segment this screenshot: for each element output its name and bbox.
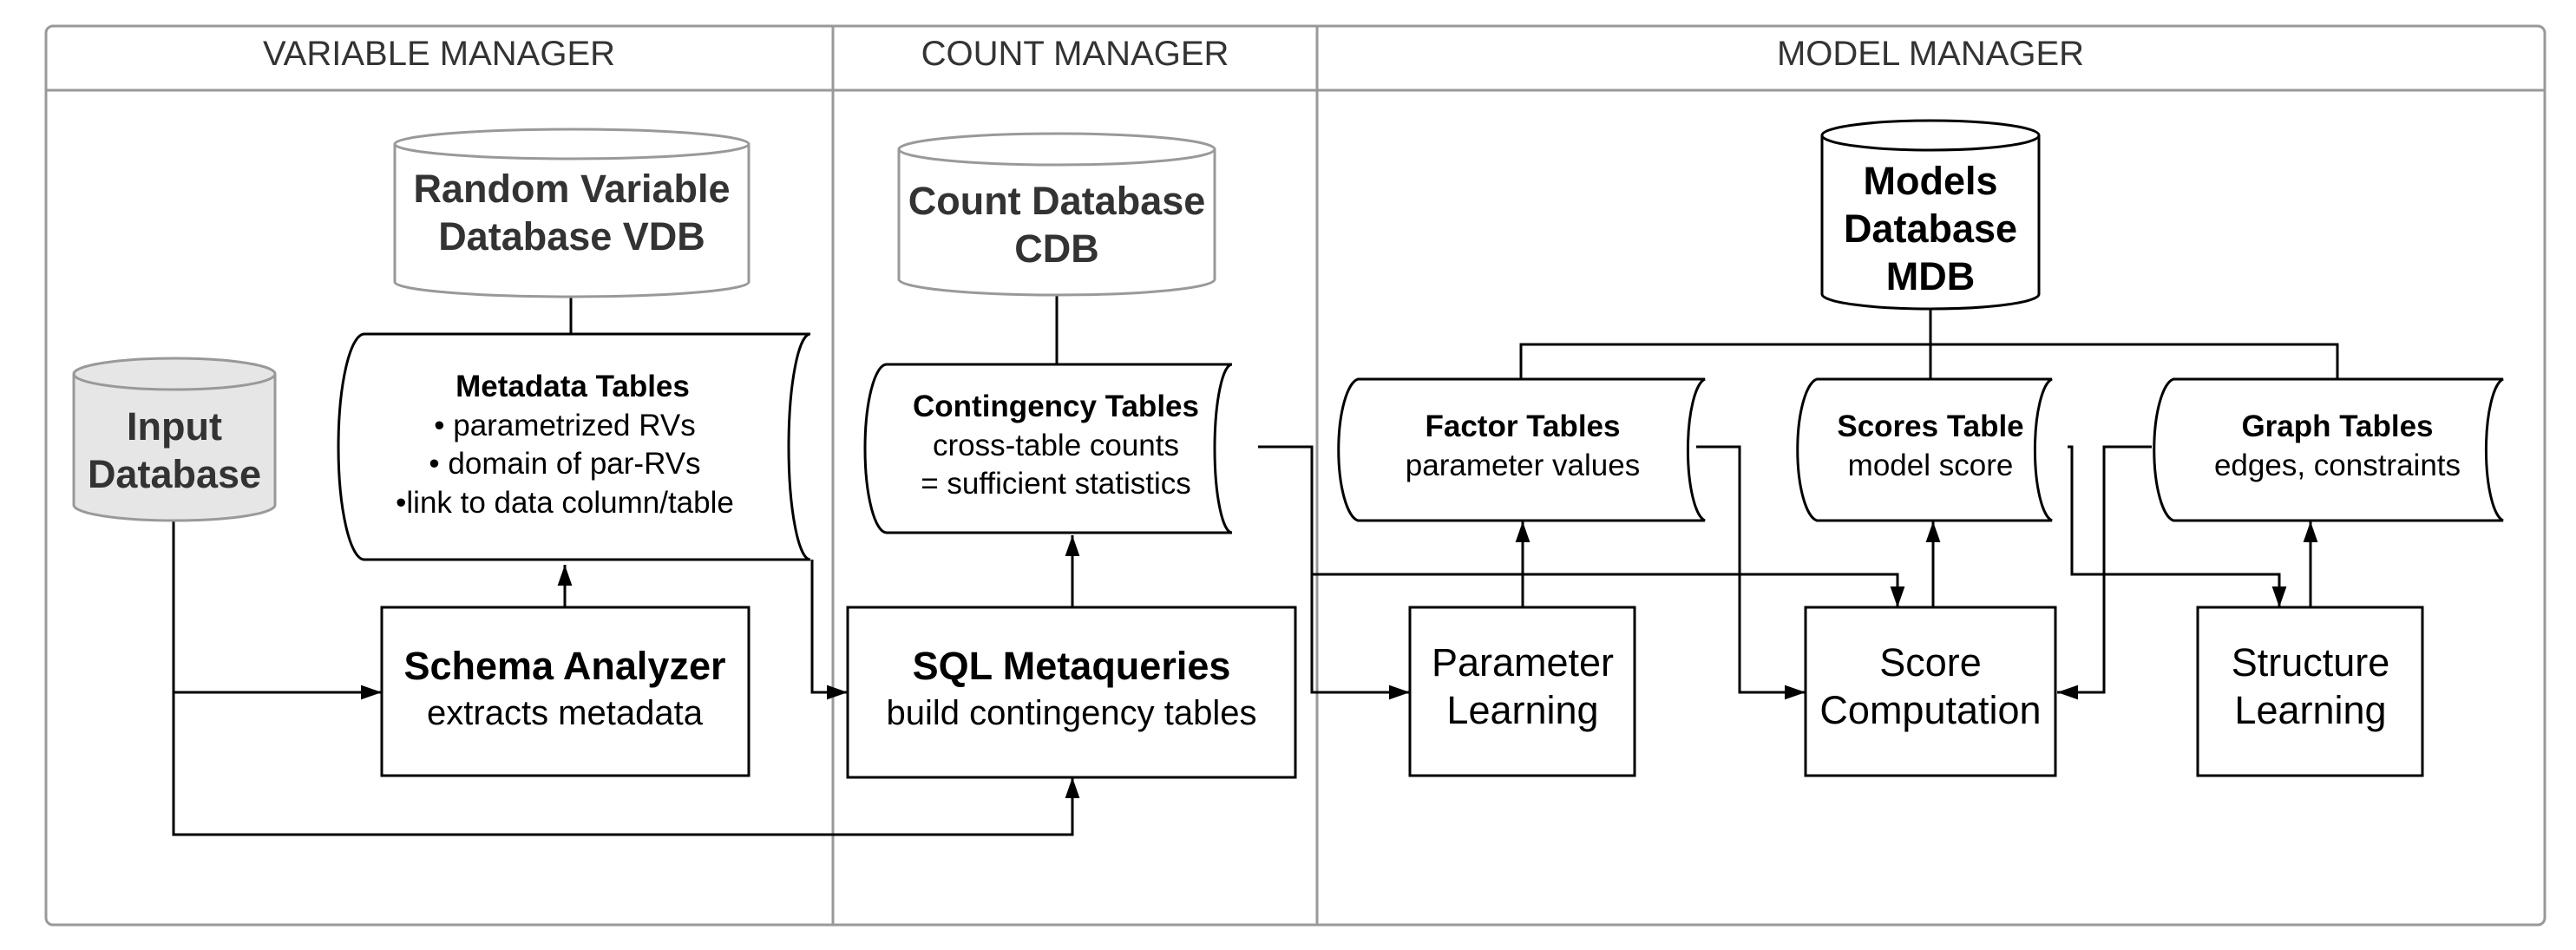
factor-tables-title: Factor Tables <box>1426 409 1621 443</box>
graph-tables: Graph Tables edges, constraints <box>2153 377 2504 522</box>
parameter-learning-label-1: Parameter <box>1432 640 1614 685</box>
input-database: Input Database <box>72 357 277 522</box>
parameter-learning: Parameter Learning <box>1408 606 1636 777</box>
structure-learning-label-2: Learning <box>2234 688 2386 732</box>
input-database-label-2: Database <box>88 452 261 496</box>
connectors <box>172 295 2339 836</box>
metadata-item-3: •link to data column/table <box>396 486 734 520</box>
sql-metaqueries: SQL Metaqueries build contingency tables <box>846 606 1297 779</box>
schema-analyzer-title: Schema Analyzer <box>403 644 725 688</box>
metadata-item-2: • domain of par-RVs <box>429 447 700 481</box>
lane-header-variable-manager: VARIABLE MANAGER <box>263 35 615 73</box>
score-computation-label-1: Score <box>1879 640 1982 685</box>
scores-table-line-1: model score <box>1848 449 2014 482</box>
scores-table-title: Scores Table <box>1837 409 2023 443</box>
lane-header-count-manager: COUNT MANAGER <box>921 35 1229 73</box>
vdb-label-2: Database VDB <box>438 214 705 259</box>
edge-graph-to-score <box>2057 445 2152 700</box>
scores-table: Scores Table model score <box>1796 377 2053 522</box>
vdb-database: Random Variable Database VDB <box>393 128 751 298</box>
swimlane-frame <box>44 24 2547 927</box>
edge-scores-to-structure <box>2068 445 2287 607</box>
input-database-label-1: Input <box>127 404 222 449</box>
metadata-tables-title: Metadata Tables <box>456 370 690 403</box>
contingency-tables-title: Contingency Tables <box>913 390 1199 423</box>
edge-contingency-to-param <box>1258 445 1410 700</box>
edge-input-to-schema <box>172 521 382 700</box>
score-computation: Score Computation <box>1804 606 2057 777</box>
cdb-database: Count Database CDB <box>897 132 1216 297</box>
score-computation-label-2: Computation <box>1819 688 2041 732</box>
cdb-label-2: CDB <box>1014 226 1099 271</box>
mdb-label-3: MDB <box>1886 254 1975 298</box>
lane-header-model-manager: MODEL MANAGER <box>1777 35 2084 73</box>
graph-tables-line-1: edges, constraints <box>2214 449 2461 482</box>
factor-tables: Factor Tables parameter values <box>1337 377 1706 522</box>
contingency-tables: Contingency Tables cross-table counts = … <box>863 363 1233 534</box>
graph-tables-title: Graph Tables <box>2241 409 2433 443</box>
schema-analyzer-subtitle: extracts metadata <box>427 694 704 732</box>
structure-learning-label-1: Structure <box>2232 640 2390 685</box>
edge-input-to-sql <box>172 692 1080 836</box>
factor-tables-line-1: parameter values <box>1406 449 1640 482</box>
mdb-label-1: Models <box>1863 159 1997 203</box>
metadata-tables: Metadata Tables • parametrized RVs • dom… <box>337 332 811 561</box>
schema-analyzer: Schema Analyzer extracts metadata <box>380 606 751 777</box>
cdb-label-1: Count Database <box>908 179 1206 223</box>
mdb-database: Models Database MDB <box>1820 119 2041 311</box>
sql-metaqueries-subtitle: build contingency tables <box>887 694 1257 732</box>
contingency-tables-line-1: cross-table counts <box>933 429 1179 462</box>
contingency-tables-line-2: = sufficient statistics <box>921 467 1191 501</box>
sql-metaqueries-title: SQL Metaqueries <box>913 644 1231 688</box>
edge-contingency-to-score <box>1312 573 1905 607</box>
metadata-item-1: • parametrized RVs <box>434 409 695 442</box>
structure-learning: Structure Learning <box>2196 606 2424 777</box>
mdb-label-2: Database <box>1844 206 2017 251</box>
vdb-label-1: Random Variable <box>413 167 730 211</box>
parameter-learning-label-2: Learning <box>1446 688 1598 732</box>
edge-metadata-to-sql <box>810 560 848 700</box>
edge-factor-to-score <box>1696 445 1806 700</box>
